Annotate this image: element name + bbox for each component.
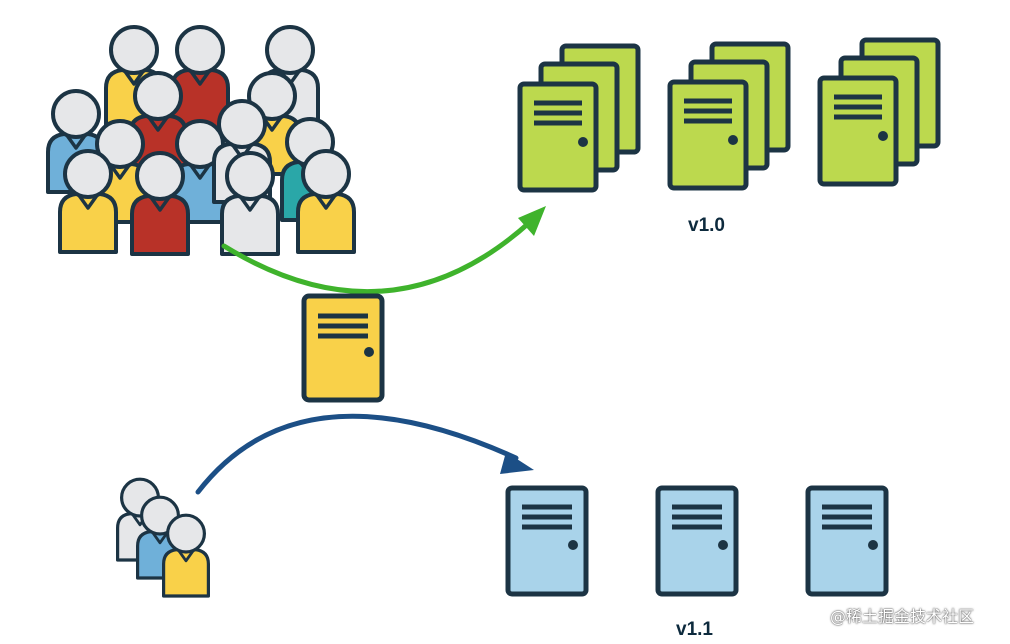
small-crowd-people-group-icon bbox=[115, 477, 210, 598]
watermark-text: @稀土掘金技术社区 bbox=[830, 607, 975, 626]
v1-0-label: v1.0 bbox=[688, 215, 725, 236]
v1-1-server-icon-3 bbox=[805, 485, 889, 597]
v1-1-server-icon-2 bbox=[655, 485, 739, 597]
v1-0-server-stack-3 bbox=[817, 37, 941, 187]
v1-0-server-stack-1 bbox=[517, 43, 641, 193]
v1-0-server-stack-2 bbox=[667, 41, 791, 191]
arrow-to-v1-1 bbox=[195, 413, 534, 495]
router-server-icon bbox=[301, 293, 385, 403]
v1-1-server-icon-1 bbox=[505, 485, 589, 597]
large-crowd-people-group-icon bbox=[46, 25, 356, 256]
arrow-to-v1-0 bbox=[221, 206, 546, 294]
v1-1-label: v1.1 bbox=[676, 619, 713, 640]
